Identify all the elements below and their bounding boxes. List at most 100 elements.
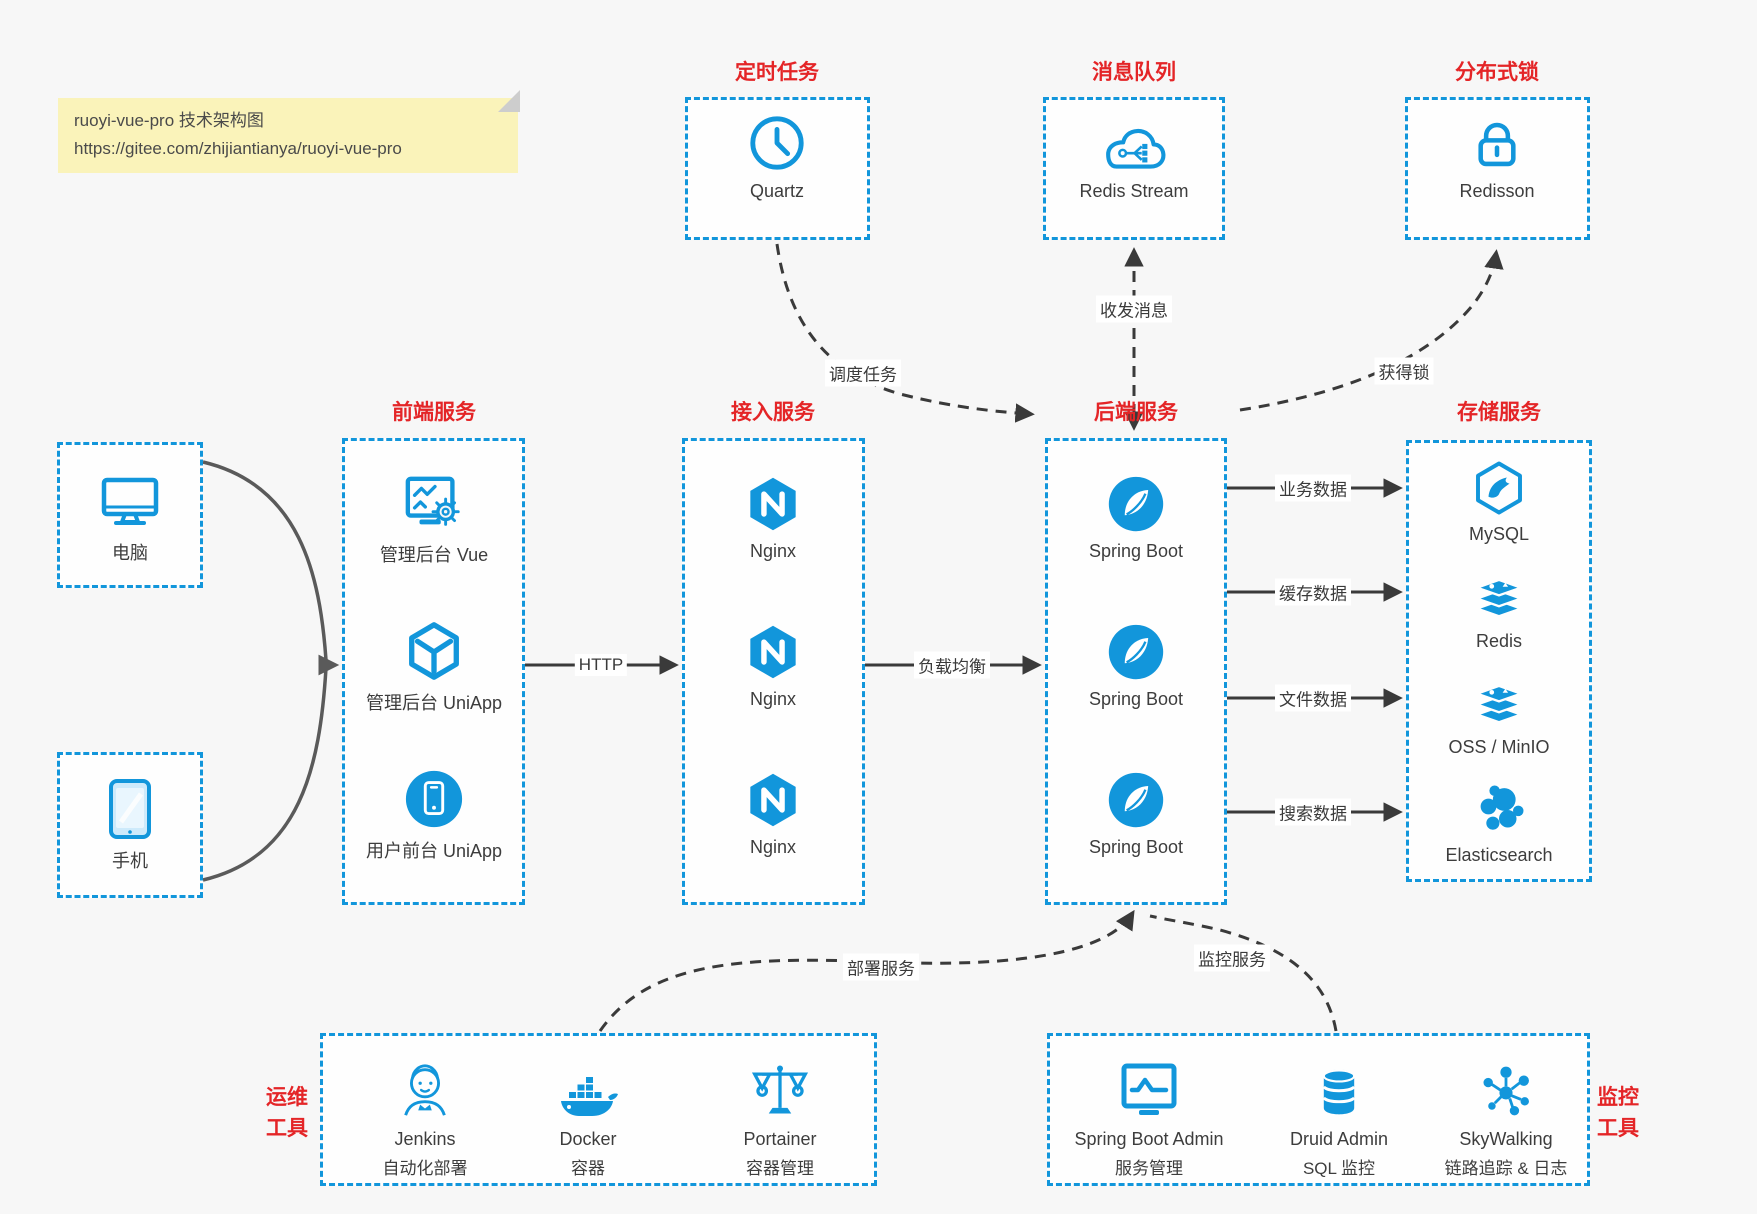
mobile-app-circle-icon bbox=[403, 766, 465, 830]
node-quartz: Quartz bbox=[682, 110, 872, 202]
edge-acquire-lock-curve bbox=[1239, 249, 1504, 412]
note-url: https://gitee.com/zhijiantianya/ruoyi-vu… bbox=[74, 138, 402, 158]
node-label: Spring Boot bbox=[1088, 541, 1184, 561]
node-label: 电脑 bbox=[112, 543, 148, 563]
section-title-monitoring: 监控 工具 bbox=[1597, 1086, 1639, 1140]
edge-label-business-data: 业务数据 bbox=[1275, 474, 1351, 502]
node-sublabel: 服务管理 bbox=[1115, 1159, 1183, 1178]
node-spring-boot-1: Spring Boot bbox=[1041, 470, 1231, 562]
node-label: Nginx bbox=[749, 689, 797, 709]
node-label: Spring Boot bbox=[1088, 837, 1184, 857]
portainer-icon bbox=[750, 1058, 810, 1122]
edge-label-http: HTTP bbox=[574, 654, 628, 676]
edge-monitor-service-curve bbox=[1149, 914, 1338, 1032]
section-title-mq: 消息队列 bbox=[1092, 61, 1176, 84]
section-title-scheduled: 定时任务 bbox=[735, 61, 819, 84]
node-label: 手机 bbox=[112, 851, 148, 871]
node-label: Quartz bbox=[749, 181, 805, 201]
node-redis-stream: Redis Stream bbox=[1039, 110, 1229, 202]
edge-label-send-receive-message: 收发消息 bbox=[1096, 295, 1172, 323]
section-title-lock: 分布式锁 bbox=[1455, 61, 1539, 84]
node-spring-boot-2: Spring Boot bbox=[1041, 618, 1231, 710]
node-label: Nginx bbox=[749, 837, 797, 857]
node-sublabel: 容器 bbox=[571, 1159, 605, 1178]
spring-boot-icon bbox=[1106, 470, 1166, 534]
mysql-icon bbox=[1471, 459, 1527, 517]
nginx-icon bbox=[744, 618, 802, 682]
node-druid-admin: Druid Admin SQL 监控 bbox=[1244, 1058, 1434, 1179]
jenkins-icon bbox=[394, 1058, 456, 1122]
node-label: Nginx bbox=[749, 541, 797, 561]
node-portainer: Portainer 容器管理 bbox=[685, 1058, 875, 1179]
node-label: Redis bbox=[1475, 631, 1523, 651]
edge-label-cache-data: 缓存数据 bbox=[1275, 578, 1351, 606]
node-redis: Redis bbox=[1404, 566, 1594, 652]
node-phone: 手机 bbox=[35, 776, 225, 873]
edge-label-deploy-service: 部署服务 bbox=[843, 953, 919, 981]
edge-label-monitor-service: 监控服务 bbox=[1194, 944, 1270, 972]
section-title-gateway: 接入服务 bbox=[731, 401, 815, 424]
node-admin-uniapp: 管理后台 UniApp bbox=[339, 618, 529, 715]
node-skywalking: SkyWalking 链路追踪 & 日志 bbox=[1411, 1058, 1601, 1179]
section-title-storage: 存储服务 bbox=[1457, 401, 1541, 424]
sticky-note: ruoyi-vue-pro 技术架构图 https://gitee.com/zh… bbox=[58, 90, 520, 174]
nginx-icon bbox=[744, 766, 802, 830]
node-label: 管理后台 Vue bbox=[379, 545, 489, 565]
note-title: ruoyi-vue-pro 技术架构图 bbox=[74, 111, 264, 130]
node-nginx-2: Nginx bbox=[678, 618, 868, 710]
edge-schedule-task-curve bbox=[775, 243, 1035, 423]
node-label: Portainer bbox=[743, 1129, 817, 1149]
node-admin-vue: 管理后台 Vue bbox=[339, 470, 529, 567]
node-spring-boot-admin: Spring Boot Admin 服务管理 bbox=[1054, 1058, 1244, 1179]
node-label: Docker bbox=[559, 1129, 617, 1149]
node-label: Druid Admin bbox=[1289, 1129, 1389, 1149]
clock-icon bbox=[746, 110, 808, 174]
spring-boot-admin-icon bbox=[1117, 1058, 1181, 1122]
note-fold-corner bbox=[498, 90, 520, 112]
edge-label-acquire-lock: 获得锁 bbox=[1374, 357, 1434, 385]
node-nginx-3: Nginx bbox=[678, 766, 868, 858]
node-pc: 电脑 bbox=[35, 468, 225, 565]
elasticsearch-icon bbox=[1471, 780, 1527, 838]
node-label: SkyWalking bbox=[1459, 1129, 1553, 1149]
node-oss-minio: OSS / MinIO bbox=[1404, 672, 1594, 758]
node-label: Spring Boot Admin bbox=[1074, 1129, 1224, 1149]
node-jenkins: Jenkins 自动化部署 bbox=[330, 1058, 520, 1179]
node-sublabel: 链路追踪 & 日志 bbox=[1444, 1159, 1568, 1178]
node-label: OSS / MinIO bbox=[1448, 737, 1550, 757]
node-elasticsearch: Elasticsearch bbox=[1404, 780, 1594, 866]
section-title-ops: 运维 工具 bbox=[266, 1086, 308, 1140]
redis-icon bbox=[1470, 566, 1528, 624]
edge-label-load-balance: 负载均衡 bbox=[914, 651, 990, 679]
node-sublabel: SQL 监控 bbox=[1302, 1159, 1376, 1178]
node-label: 管理后台 UniApp bbox=[365, 693, 503, 713]
lock-group-box bbox=[1405, 97, 1590, 240]
edge-label-search-data: 搜索数据 bbox=[1275, 798, 1351, 826]
node-docker: Docker 容器 bbox=[493, 1058, 683, 1179]
node-redisson: Redisson bbox=[1402, 110, 1592, 202]
node-sublabel: 自动化部署 bbox=[382, 1159, 468, 1178]
desktop-icon bbox=[98, 468, 162, 532]
edge-label-file-data: 文件数据 bbox=[1275, 684, 1351, 712]
section-title-frontend: 前端服务 bbox=[392, 401, 476, 424]
node-sublabel: 容器管理 bbox=[746, 1159, 814, 1178]
node-label: Elasticsearch bbox=[1445, 845, 1553, 865]
druid-icon bbox=[1312, 1058, 1366, 1122]
skywalking-icon bbox=[1476, 1058, 1536, 1122]
monitoring-group-box bbox=[1047, 1033, 1590, 1186]
object-storage-icon bbox=[1470, 672, 1528, 730]
edge-label-schedule-task: 调度任务 bbox=[825, 359, 901, 387]
section-title-backend: 后端服务 bbox=[1094, 401, 1178, 424]
node-mysql: MySQL bbox=[1404, 459, 1594, 545]
uniapp-cube-icon bbox=[403, 618, 465, 682]
phone-icon bbox=[107, 776, 153, 840]
node-label: Jenkins bbox=[394, 1129, 456, 1149]
admin-dashboard-icon bbox=[403, 470, 465, 534]
node-label: Redis Stream bbox=[1079, 181, 1189, 201]
node-nginx-1: Nginx bbox=[678, 470, 868, 562]
docker-icon bbox=[555, 1058, 621, 1122]
node-label: 用户前台 UniApp bbox=[365, 841, 503, 861]
node-label: MySQL bbox=[1468, 524, 1529, 544]
spring-boot-icon bbox=[1106, 618, 1166, 682]
node-label: Spring Boot bbox=[1088, 689, 1184, 709]
